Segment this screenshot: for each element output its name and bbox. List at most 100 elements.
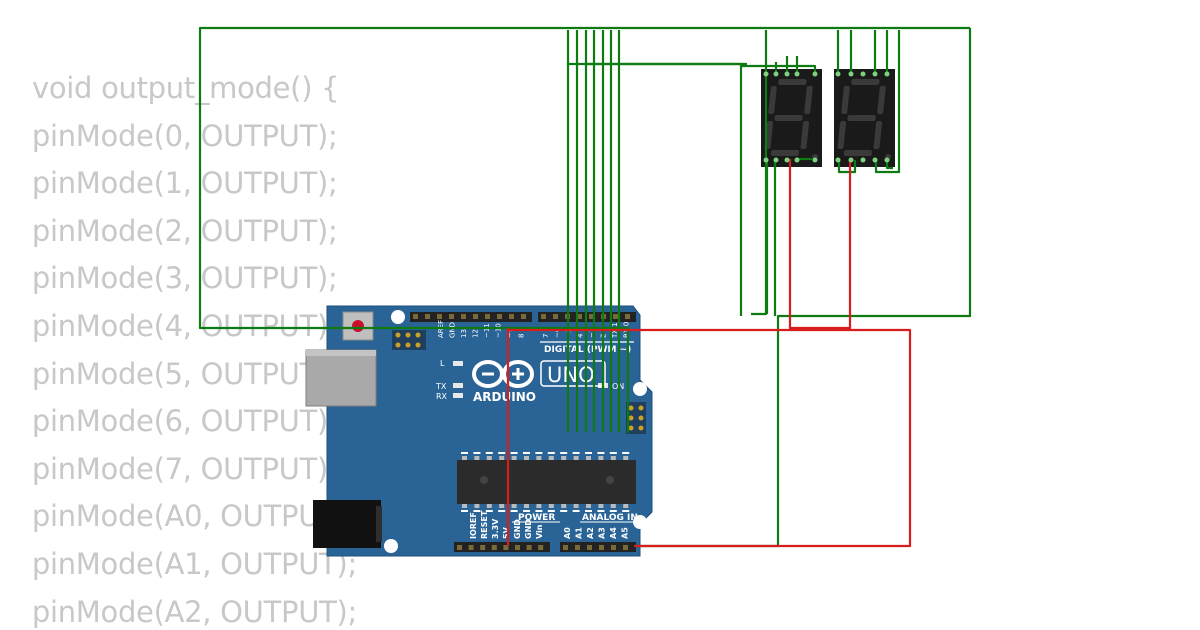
wire-signal[interactable] (874, 30, 901, 174)
silkscreen-mark (510, 452, 518, 454)
model-badge (540, 360, 606, 387)
silkscreen-mark (498, 510, 506, 512)
digital-pin-label: ~6 (554, 327, 562, 338)
wire-signal[interactable] (885, 160, 893, 170)
header-pin (491, 545, 497, 550)
chip-pin (598, 456, 604, 460)
seven-segment-display-right[interactable] (834, 69, 895, 167)
chip-pin (623, 504, 629, 508)
silkscreen-mark (535, 452, 543, 454)
digital-header-strip-1[interactable] (410, 312, 532, 322)
signal-wires[interactable] (198, 26, 972, 548)
silkscreen-mark (473, 510, 481, 512)
display-pin (884, 157, 890, 163)
header-pin (413, 314, 418, 319)
header-pin (625, 314, 630, 319)
led-tx-label: TX (435, 382, 447, 391)
wire-power[interactable] (788, 159, 852, 330)
chip-pin (548, 504, 554, 508)
segment (837, 121, 847, 149)
analog-pin-label: A4 (609, 527, 618, 539)
power-pin-label: 5V (502, 526, 511, 539)
chip-pin (610, 456, 616, 460)
header-pin (497, 314, 502, 319)
power-wires[interactable] (506, 159, 912, 548)
header-pin (425, 314, 430, 319)
display-pin (812, 71, 818, 77)
display-pin (812, 157, 818, 163)
segment (847, 115, 876, 121)
chip-pin (524, 504, 529, 508)
power-pin-label: 3.3V (491, 518, 500, 539)
silkscreen-mark (609, 510, 617, 512)
model-label: UNO (547, 363, 595, 387)
header-pin (480, 545, 486, 550)
header-pin (577, 314, 582, 319)
chip-pin (511, 456, 517, 460)
power-pin-label: GND (524, 519, 533, 539)
display-pin (794, 157, 800, 163)
silkscreen-mark (560, 510, 568, 512)
chip-pin (474, 504, 480, 508)
wire-power[interactable] (634, 328, 912, 548)
chip-pin (536, 504, 542, 508)
analog-pin-label: A5 (621, 527, 630, 539)
silkscreen-mark (510, 510, 518, 512)
digital-pin-label: 8 (518, 334, 526, 338)
display-segments (837, 79, 891, 160)
digital-pin-label: 13 (460, 329, 468, 338)
mounting-hole (384, 539, 398, 553)
seven-segment-display-left[interactable] (761, 69, 822, 167)
header-pin (611, 545, 616, 550)
display-pin (835, 157, 841, 163)
power-pin-label: RESET (480, 510, 489, 539)
chip-pin (524, 456, 529, 460)
mounting-hole (391, 310, 405, 324)
segment (774, 115, 803, 121)
display-pin (884, 71, 890, 77)
bottom-pin-holes[interactable] (457, 545, 628, 550)
silkscreen-mark (461, 510, 468, 512)
digital-pin-label: 12 (472, 329, 480, 338)
silkscreen-mark (485, 452, 493, 454)
silkscreen-mark (523, 510, 530, 512)
chip-pin (586, 456, 591, 460)
chip-pin (573, 456, 579, 460)
wire-signal[interactable] (837, 160, 857, 174)
header-pin (575, 545, 580, 550)
display-pin (784, 71, 790, 77)
silkscreen-mark (572, 510, 580, 512)
header-pin (587, 545, 592, 550)
silkscreen-mark (585, 510, 592, 512)
led-tx (453, 383, 463, 388)
silkscreen-mark (622, 452, 630, 454)
header-pin (509, 314, 514, 319)
silkscreen-mark (585, 452, 592, 454)
segment (843, 150, 873, 156)
digital-pin-label: ~11 (483, 323, 491, 338)
analog-header-strip[interactable] (560, 542, 636, 552)
header-pin (468, 545, 474, 550)
analog-pin-label: A2 (586, 527, 595, 539)
header-pin (589, 314, 594, 319)
digital-pin-label: ~9 (506, 328, 514, 338)
header-pin (553, 314, 558, 319)
reset-button-cap[interactable] (352, 320, 364, 332)
segment (851, 79, 880, 85)
digital-pin-label: 7 (542, 334, 550, 338)
led-rx-label: RX (436, 392, 448, 401)
microcontroller-chip (457, 452, 636, 512)
display-pin (872, 71, 878, 77)
power-header-strip[interactable] (454, 542, 550, 552)
display-pin (848, 157, 854, 163)
analog-header-label: ANALOG IN (582, 513, 638, 523)
header-pin (613, 314, 618, 319)
wire-signal[interactable] (198, 26, 970, 433)
segment (770, 150, 800, 156)
silkscreen-mark (498, 452, 506, 454)
chip-pin (623, 456, 629, 460)
silkscreen-mark (597, 452, 605, 454)
